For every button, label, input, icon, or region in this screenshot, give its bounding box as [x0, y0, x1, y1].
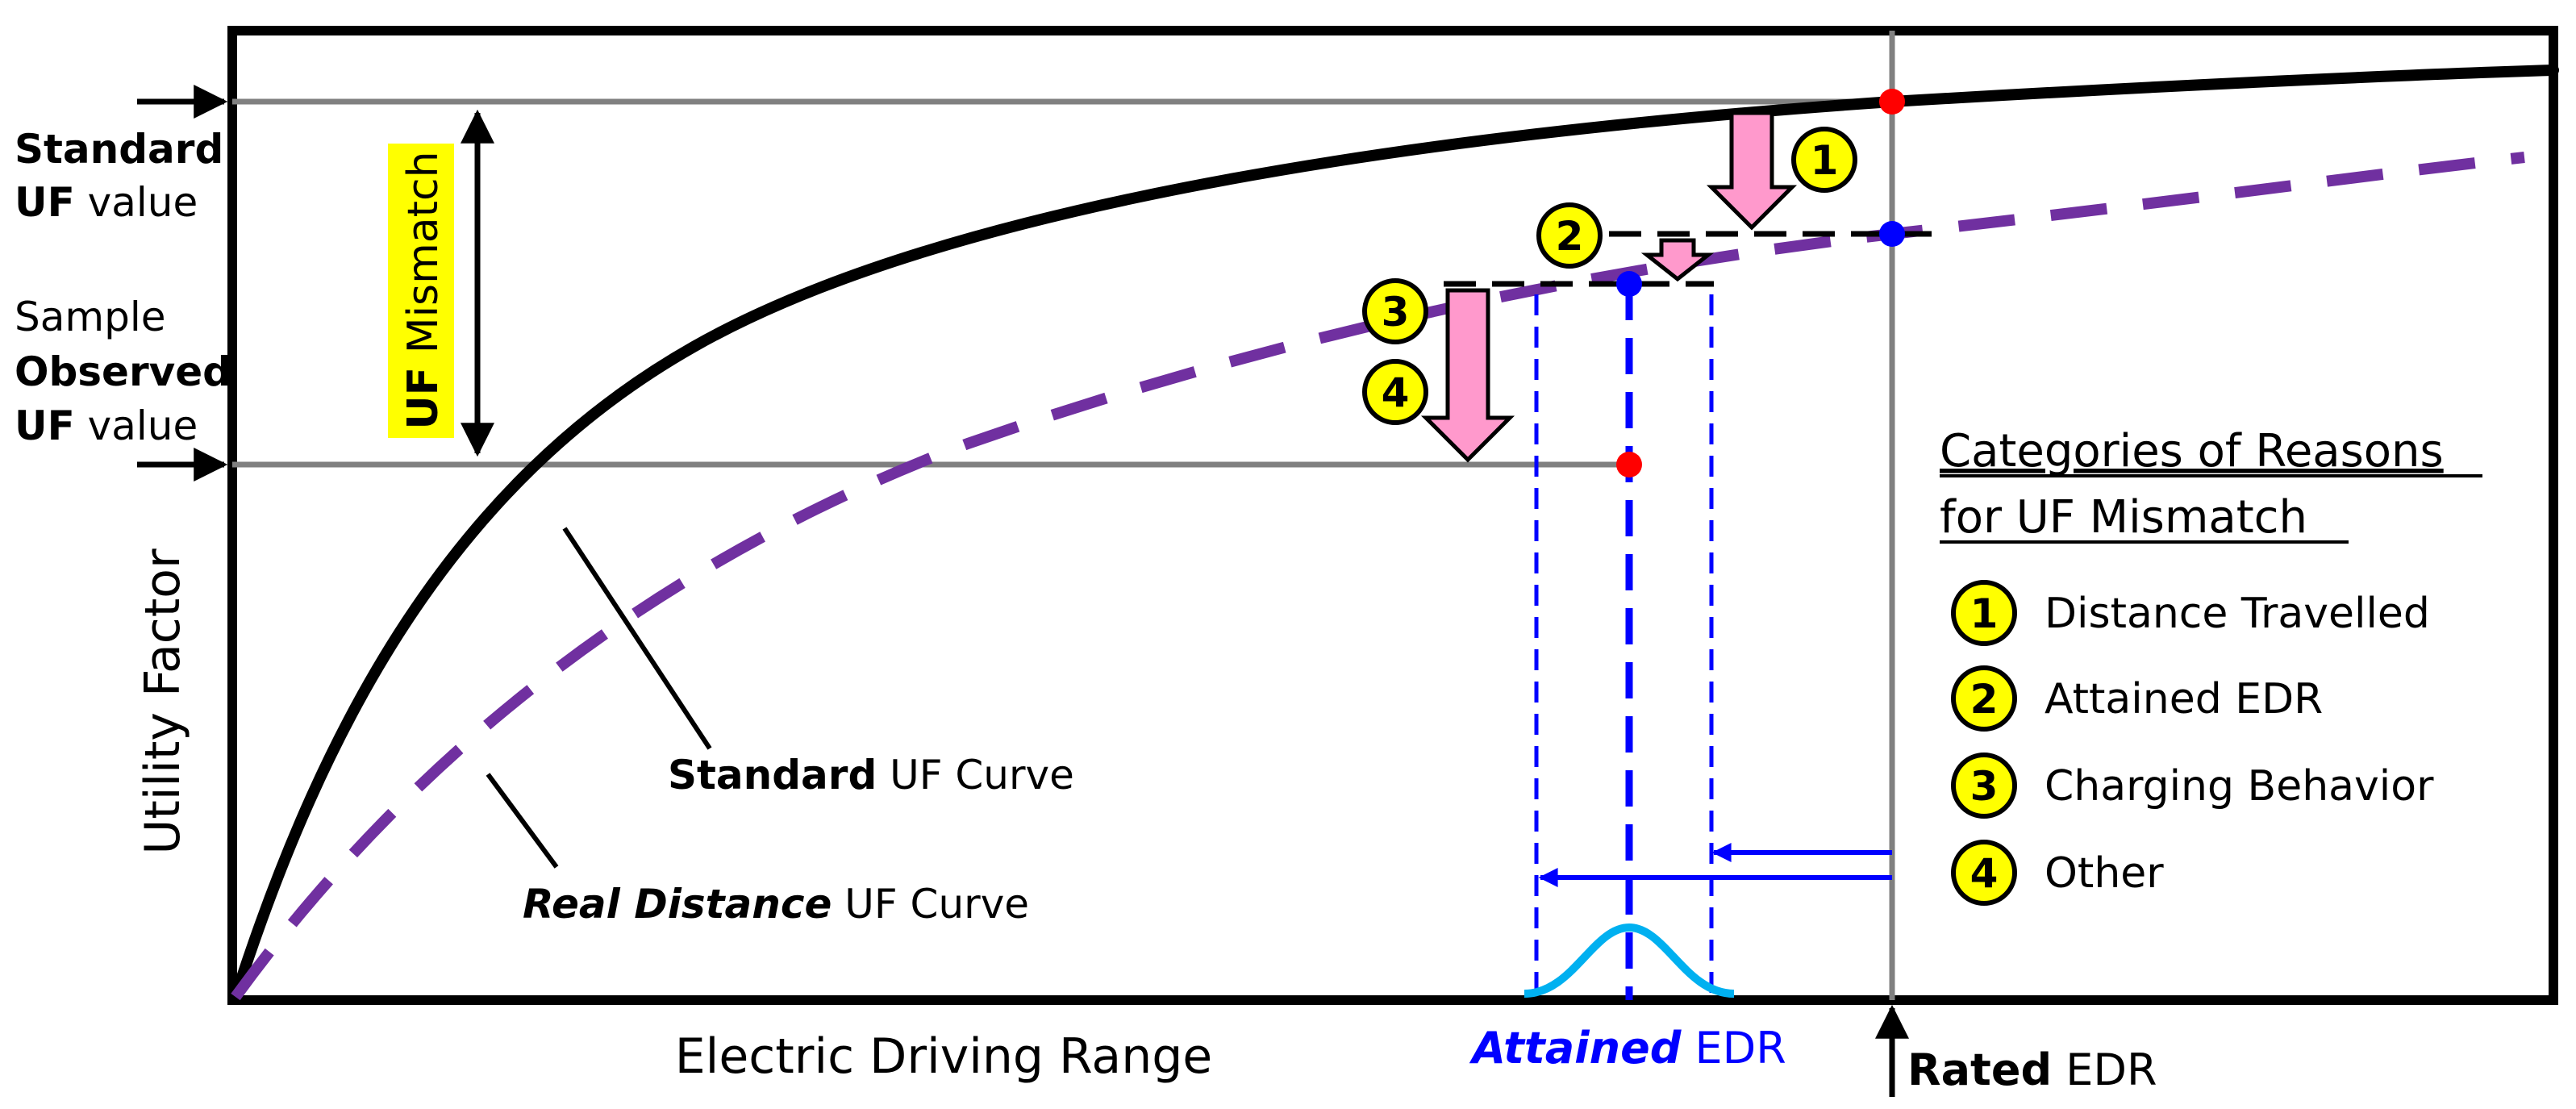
svg-text:3: 3 [1970, 763, 1999, 810]
observed-uf-label: UF value [15, 402, 198, 449]
svg-text:4: 4 [1382, 369, 1410, 416]
legend-item-3: 3 Charging Behavior [1951, 753, 2434, 819]
standard-curve-leader [562, 527, 712, 750]
marker-3: 3 [1362, 278, 1428, 344]
svg-text:Attained EDR: Attained EDR [2045, 675, 2323, 723]
standard-uf-label-line1: Standard [15, 126, 223, 173]
attained-edr-label: Attained EDR [1469, 1023, 1786, 1074]
real-attained-dot [1616, 271, 1642, 297]
legend-title-line2: for UF Mismatch [1940, 491, 2307, 544]
observed-label: Observed [15, 348, 231, 395]
reason-arrow-attained [1640, 238, 1715, 282]
svg-text:2: 2 [1556, 213, 1584, 260]
standard-uf-label-line2: UF value [15, 179, 198, 226]
uf-mismatch-label: UF Mismatch [399, 151, 448, 429]
legend-item-2: 2 Attained EDR [1951, 665, 2323, 732]
real-rated-dot [1879, 221, 1905, 247]
real-distance-uf-curve [231, 152, 2525, 1001]
svg-text:3: 3 [1382, 289, 1410, 336]
real-curve-leader [486, 773, 559, 869]
legend-item-1: 1 Distance Travelled [1951, 580, 2430, 646]
observed-dot [1616, 452, 1642, 477]
x-axis-label: Electric Driving Range [675, 1028, 1212, 1085]
standard-uf-curve [230, 65, 2559, 1003]
reason-arrow-distance [1706, 110, 1798, 231]
marker-1: 1 [1791, 127, 1857, 193]
marker-4: 4 [1362, 359, 1428, 425]
svg-text:Distance Travelled: Distance Travelled [2045, 590, 2430, 638]
legend-item-4: 4 Other [1951, 840, 2164, 906]
svg-text:1: 1 [1970, 590, 1999, 637]
attained-edr-distribution [1524, 923, 1735, 998]
svg-text:4: 4 [1970, 850, 1999, 897]
y-axis-label: Utility Factor [135, 548, 191, 855]
legend-title-line1: Categories of Reasons [1940, 425, 2444, 477]
standard-curve-label: Standard UF Curve [668, 752, 1074, 798]
svg-text:2: 2 [1970, 676, 1999, 723]
svg-text:1: 1 [1811, 137, 1839, 184]
svg-text:Other: Other [2045, 849, 2164, 898]
svg-text:Charging Behavior: Charging Behavior [2045, 762, 2434, 811]
plot-frame [227, 26, 2558, 1005]
marker-2: 2 [1536, 202, 1603, 269]
reason-arrow-charging-other [1420, 288, 1515, 463]
real-distance-curve-label: Real Distance UF Curve [523, 881, 1029, 928]
sample-label: Sample [15, 294, 165, 340]
legend: Categories of Reasons for UF Mismatch 1 … [1940, 425, 2482, 906]
standard-rated-dot [1879, 89, 1905, 115]
rated-edr-label: Rated EDR [1907, 1044, 2157, 1095]
uf-mismatch-highlight [388, 144, 454, 438]
